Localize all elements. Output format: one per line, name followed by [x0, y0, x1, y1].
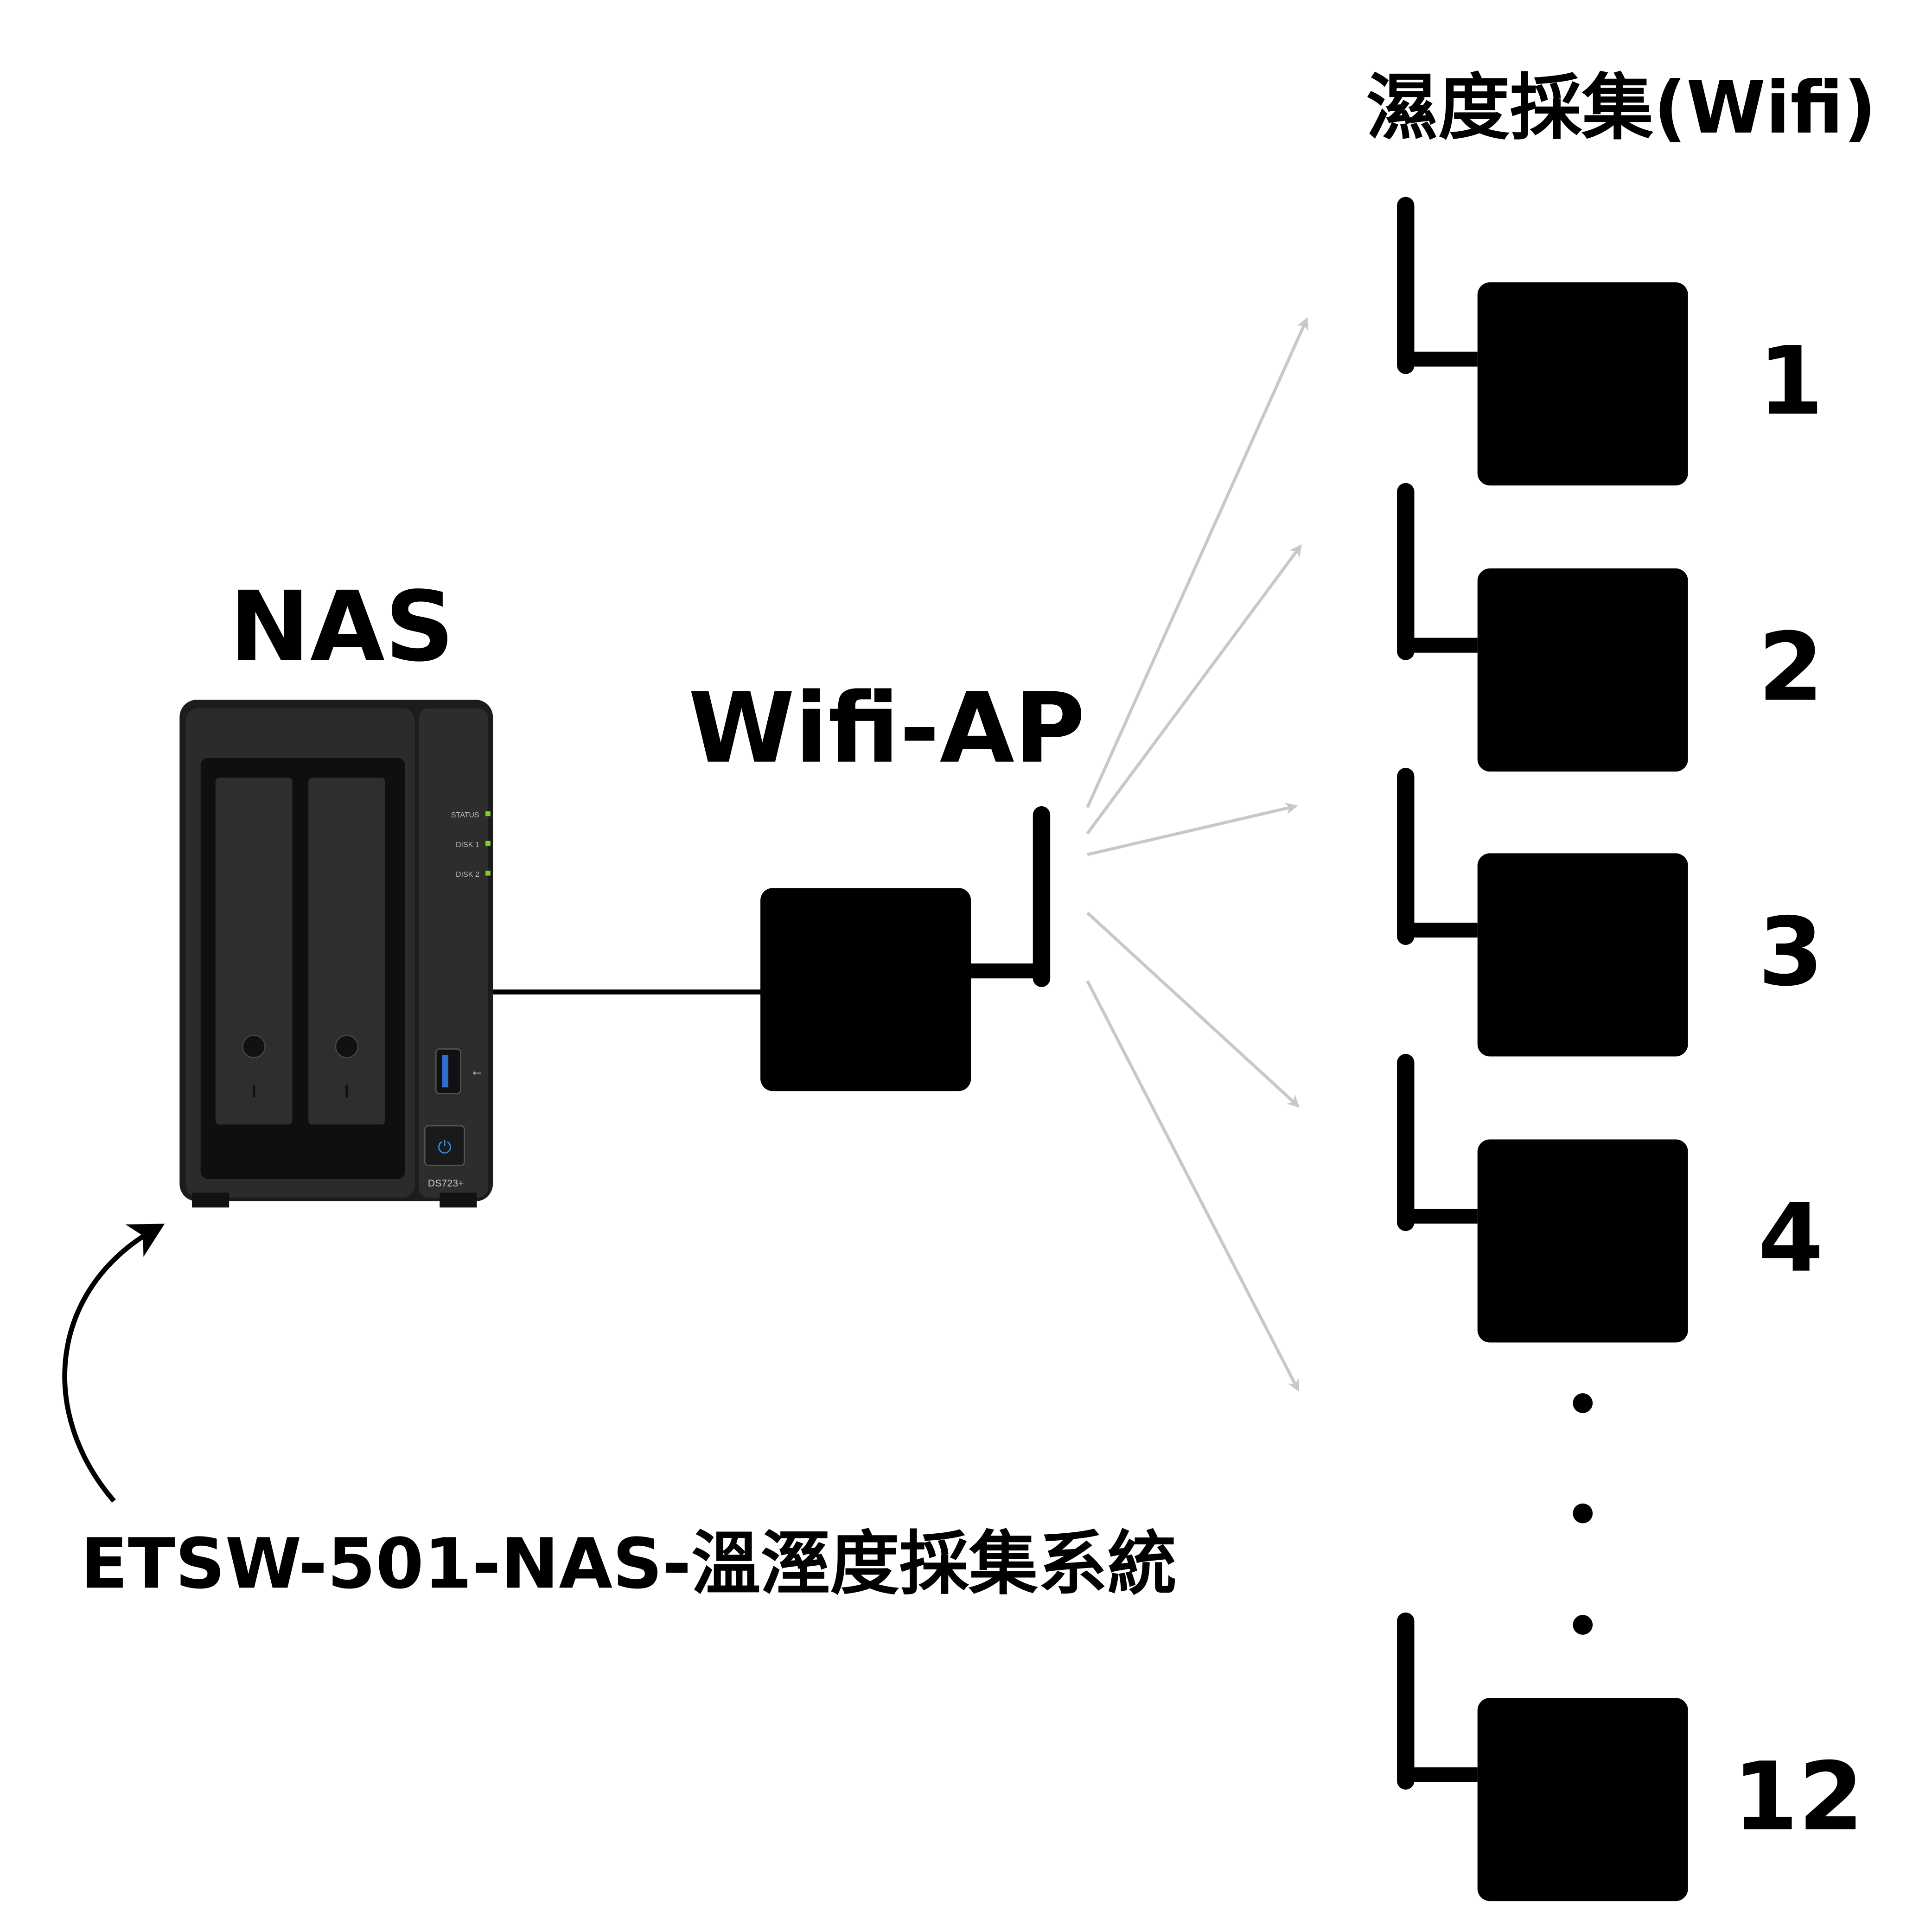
sensor-device: 2	[1397, 483, 1824, 772]
drive-bay-2	[308, 778, 385, 1125]
system-caption: ETSW-501-NAS-溫溼度採集系統	[81, 1524, 1177, 1604]
pointer-arrow	[62, 1224, 165, 1503]
sensor-body	[1477, 568, 1688, 772]
sensor-device: 12	[1397, 1612, 1864, 1901]
sensor-body	[1477, 1139, 1688, 1343]
sensor-number: 12	[1733, 1742, 1864, 1851]
sensor-device: 3	[1397, 768, 1824, 1057]
sensor-number: 2	[1758, 612, 1824, 722]
signal-arrow	[1086, 980, 1300, 1392]
sensor-device: 4	[1397, 1054, 1824, 1343]
status-led	[485, 811, 491, 816]
power-icon: ⏻	[438, 1137, 452, 1157]
disk1-led	[485, 841, 491, 846]
signal-arrow	[1087, 802, 1298, 856]
led-label: DISK 1	[456, 841, 479, 849]
nas-label: NAS	[229, 571, 454, 683]
ellipsis-dot	[1573, 1503, 1593, 1524]
signal-arrows	[1086, 317, 1308, 1392]
sensor-number: 1	[1758, 326, 1824, 436]
sensor-number: 4	[1758, 1184, 1824, 1293]
sensor-body	[1477, 853, 1688, 1057]
ellipsis-dot	[1573, 1393, 1593, 1413]
signal-arrow	[1086, 912, 1300, 1108]
ellipsis	[1573, 1393, 1593, 1635]
sensor-number: 3	[1758, 898, 1824, 1007]
ellipsis-dot	[1573, 1615, 1593, 1635]
nas-device: STATUS DISK 1 DISK 2 ⭠ ⏻ DS723+	[179, 700, 493, 1208]
signal-arrow	[1086, 317, 1308, 808]
drive-bay-1	[215, 778, 293, 1125]
nas-model: DS723+	[428, 1178, 464, 1189]
usb-icon: ⭠	[472, 1066, 481, 1079]
wifi-ap-device	[760, 806, 1051, 1091]
sensor-group-title: 濕度採集(Wifi)	[1366, 66, 1876, 150]
disk2-led	[485, 870, 491, 876]
sensor-body	[1477, 282, 1688, 486]
ap-label: Wifi-AP	[689, 673, 1085, 785]
signal-arrow	[1086, 544, 1302, 835]
led-label: STATUS	[451, 811, 479, 819]
sensor-device: 1	[1397, 197, 1824, 486]
sensor-body	[1477, 1698, 1688, 1901]
led-label: DISK 2	[456, 870, 479, 879]
power-button[interactable]	[424, 1125, 465, 1166]
